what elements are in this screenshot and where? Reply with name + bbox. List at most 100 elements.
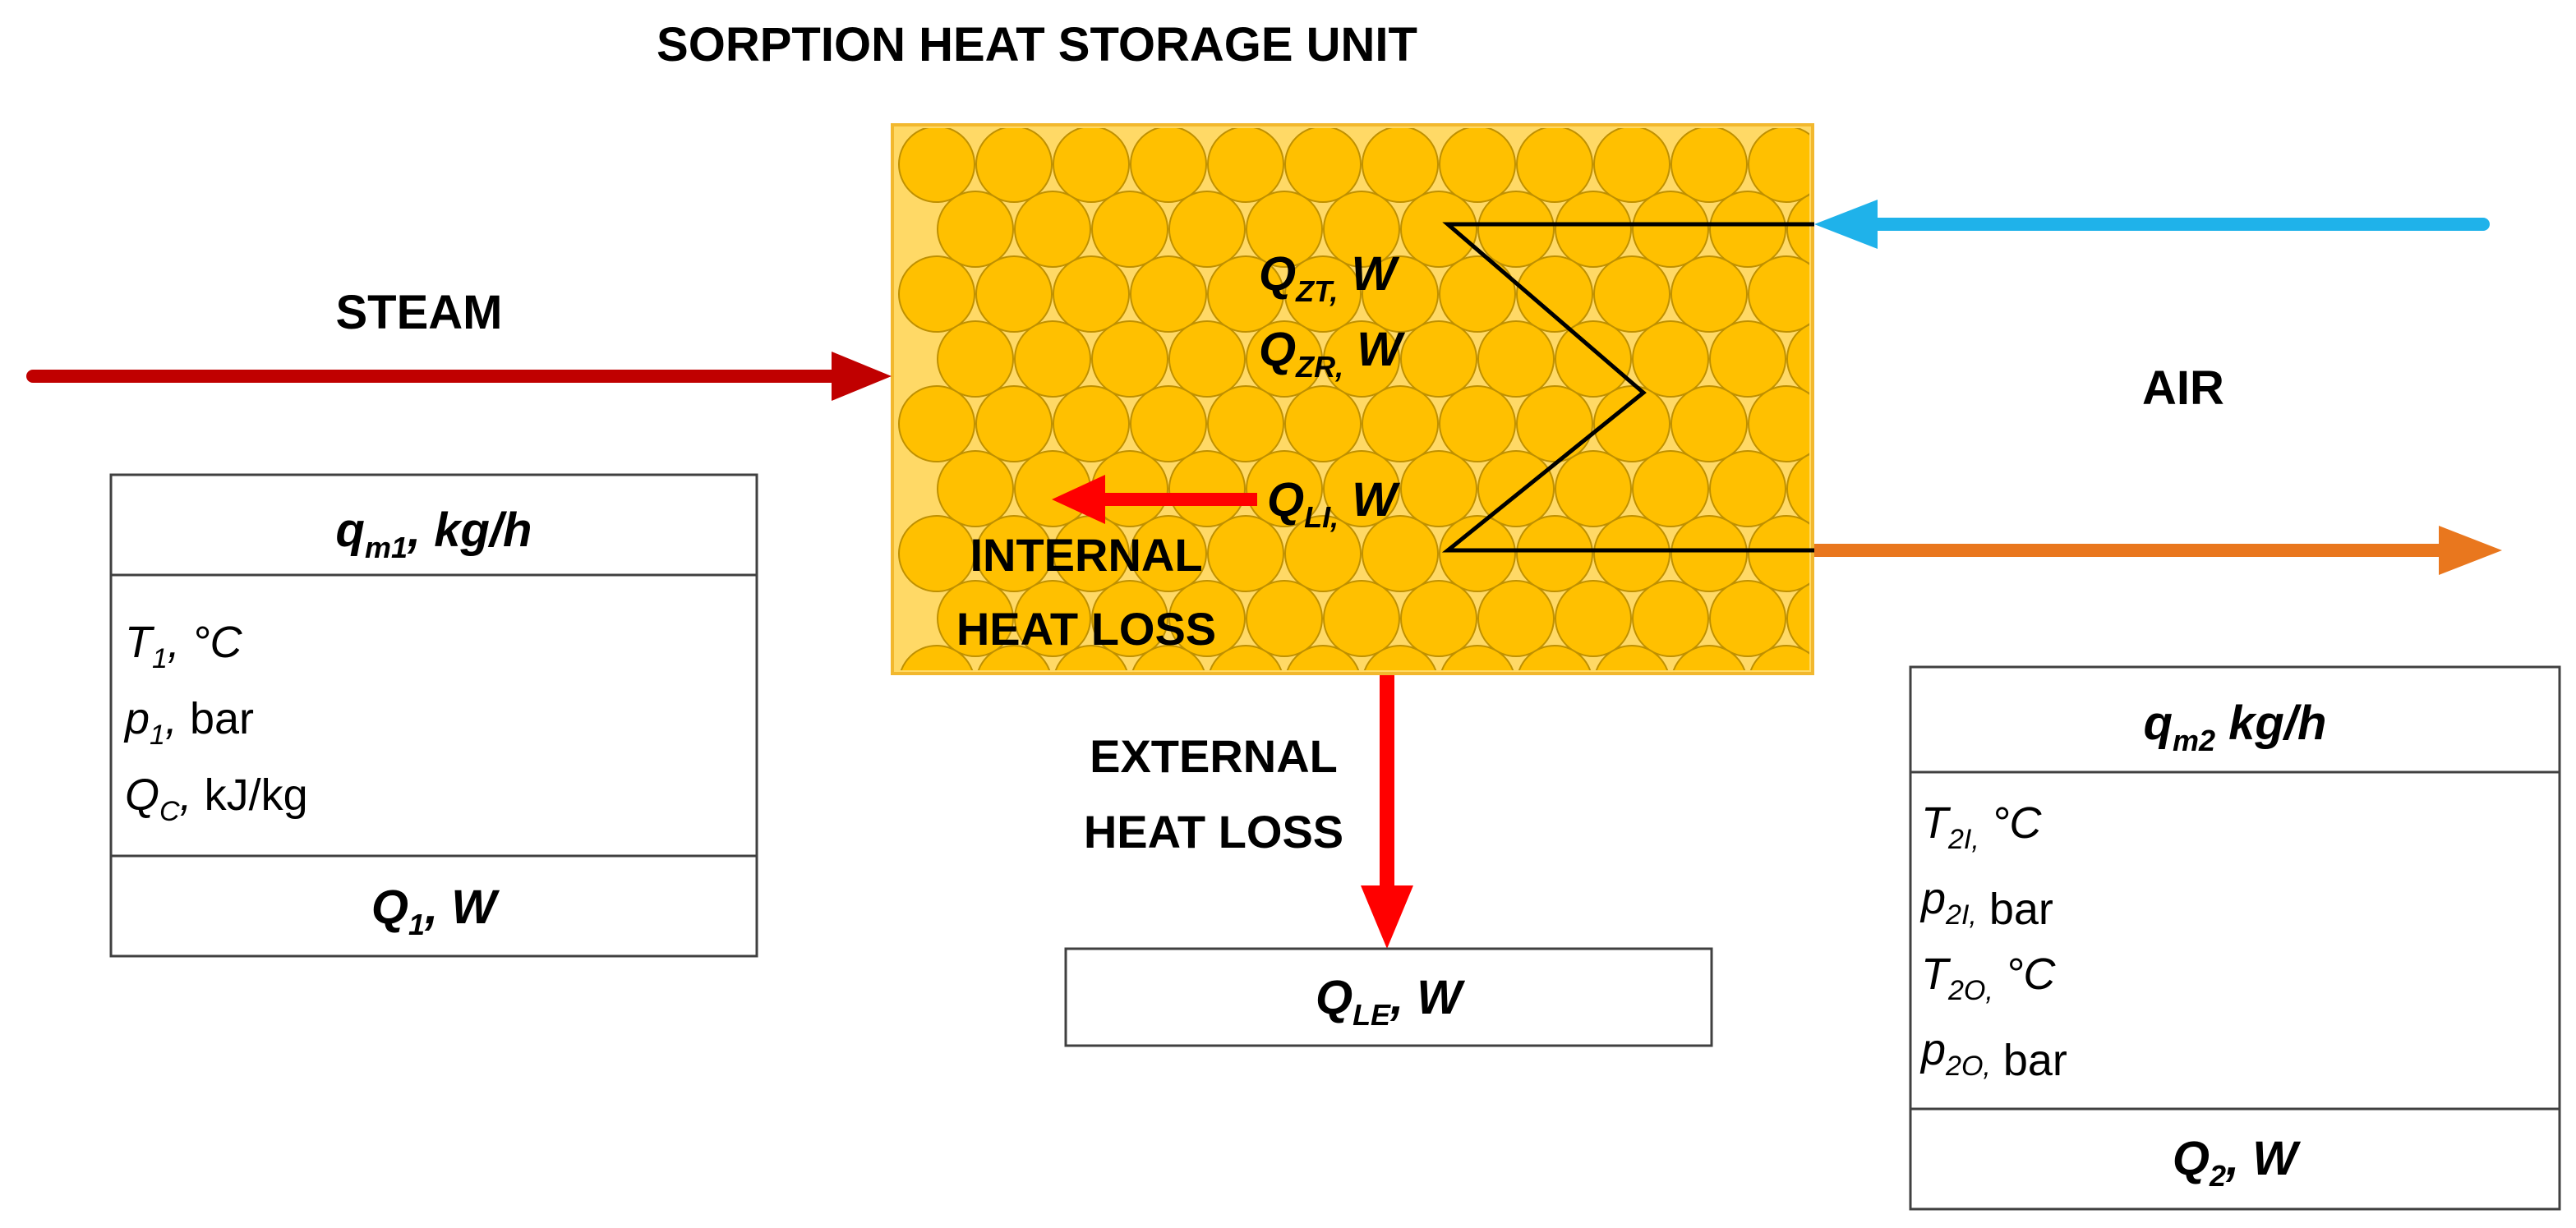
sorbent-bead (975, 255, 1053, 333)
sorbent-bead (1516, 255, 1593, 333)
sorbent-bead (1168, 580, 1246, 657)
sorbent-bead (1670, 255, 1748, 333)
sorbent-bead (1632, 450, 1709, 527)
sorbent-bead (1014, 320, 1091, 398)
sorbent-bead (1709, 450, 1786, 527)
sorbent-bead (1209, 645, 1283, 670)
sorbent-bead (1207, 255, 1284, 333)
sorbent-bead (937, 450, 1014, 527)
sorbent-bead (898, 128, 975, 203)
internal-heat-loss-line1: INTERNAL (970, 529, 1202, 581)
internal-heat-loss-arrow (1052, 475, 1257, 524)
sorbent-bead (1477, 450, 1555, 527)
sorbent-bead (1786, 194, 1809, 264)
sorbent-bead (1168, 191, 1246, 268)
air-row-inlet-temperature: T2I, °C (1921, 798, 2042, 855)
sorbent-bead (1207, 385, 1284, 462)
sorbent-bead (898, 515, 975, 592)
external-loss-box: QLE, W (1064, 947, 1713, 1047)
sorbent-bead (1670, 515, 1748, 592)
steam-row-pressure: p1, bar (123, 694, 254, 751)
sorbent-bed (898, 128, 1809, 670)
steam-flow-header: qm1, kg/h (336, 504, 532, 564)
sorbent-bead (1632, 320, 1709, 398)
air-inlet-arrow (1814, 200, 2490, 249)
sorbent-bead (977, 645, 1051, 670)
sorbent-bead (1516, 515, 1593, 592)
sorbent-bead (1323, 320, 1400, 398)
sorbent-bead (1518, 645, 1592, 670)
sorbent-bead (1555, 580, 1632, 657)
air-label: AIR (2142, 361, 2224, 415)
sorbent-bead (1748, 128, 1809, 203)
external-heat-loss-line1: EXTERNAL (1090, 730, 1338, 782)
sorbent-bead (1709, 580, 1786, 657)
sorbent-bead (1439, 385, 1516, 462)
sorbent-bead (1362, 385, 1439, 462)
sorbent-bead (898, 255, 975, 333)
sorbent-bead (1286, 645, 1360, 670)
sorbent-bead (1440, 645, 1514, 670)
sorbent-bead (1053, 385, 1130, 462)
sorbent-bead (937, 580, 1014, 657)
sorbent-bead (898, 385, 975, 462)
sorbent-bead (1439, 128, 1516, 203)
sorbent-bead (1672, 645, 1746, 670)
sorbent-bead (1362, 128, 1439, 203)
qzt-label: QZT, W (1259, 247, 1400, 308)
sorbent-bead (1014, 191, 1091, 268)
sorbent-bead (1246, 191, 1323, 268)
sorbent-bead (1593, 385, 1670, 462)
sorbent-bead (1284, 385, 1362, 462)
diagram-title: SORPTION HEAT STORAGE UNIT (657, 18, 1417, 71)
sorbent-bead (1786, 583, 1809, 654)
sorbent-bead (1670, 128, 1748, 203)
sorbent-bead (1246, 450, 1323, 527)
sorbent-bead (1516, 128, 1593, 203)
external-heat-loss-line2: HEAT LOSS (1084, 806, 1343, 858)
sorbent-bead (1284, 128, 1362, 203)
sorbent-bead (1632, 191, 1709, 268)
sorbent-bead (1207, 515, 1284, 592)
air-flow-header: qm2 kg/h (2144, 697, 2327, 757)
sorbent-bead (1477, 320, 1555, 398)
sorbent-bead (1284, 515, 1362, 592)
sorbent-bead (1786, 324, 1809, 394)
sorbent-bead (1130, 385, 1207, 462)
sorbent-bead (1014, 580, 1091, 657)
sorbent-bead (1323, 450, 1400, 527)
internal-heat-loss-line2: HEAT LOSS (956, 603, 1216, 655)
sorbent-bead (1786, 453, 1809, 524)
sorbent-bead (1053, 255, 1130, 333)
sorbent-bead (1477, 191, 1555, 268)
external-heat-loss-arrow (1361, 675, 1413, 949)
sorbent-bead (1748, 515, 1809, 592)
sorbent-bead (1363, 645, 1437, 670)
sorbent-bead (1323, 580, 1400, 657)
sorbent-bead (900, 645, 974, 670)
qle-label: QLE, W (1316, 971, 1465, 1032)
sorbent-bead (1593, 128, 1670, 203)
sorbent-bead (1400, 320, 1477, 398)
sorbent-bead (1091, 191, 1168, 268)
sorbent-bead (937, 320, 1014, 398)
sorbent-bead (1400, 580, 1477, 657)
sorbent-bead (1362, 255, 1439, 333)
qzr-label: QZR, W (1259, 323, 1405, 384)
sorbent-bead (1053, 128, 1130, 203)
sorbent-bead (975, 128, 1053, 203)
qli-label: QLI, W (1267, 473, 1400, 534)
air-parameter-box: qm2 kg/h T2I, °C p2I, bar T2O, °C p2O, b… (1909, 665, 2561, 1211)
sorbent-bead (1555, 450, 1632, 527)
sorbent-bead (1439, 255, 1516, 333)
sorbent-bead (1168, 450, 1246, 527)
sorbent-bead (975, 385, 1053, 462)
air-row-inlet-pressure: p2I, bar (1919, 874, 2053, 934)
sorbent-bead (1516, 385, 1593, 462)
steam-row-temperature: T1, °C (125, 618, 243, 674)
sorbent-bead (1362, 515, 1439, 592)
sorbent-bead (1091, 580, 1168, 657)
sorbent-bead (1130, 255, 1207, 333)
sorbent-bead (1593, 515, 1670, 592)
